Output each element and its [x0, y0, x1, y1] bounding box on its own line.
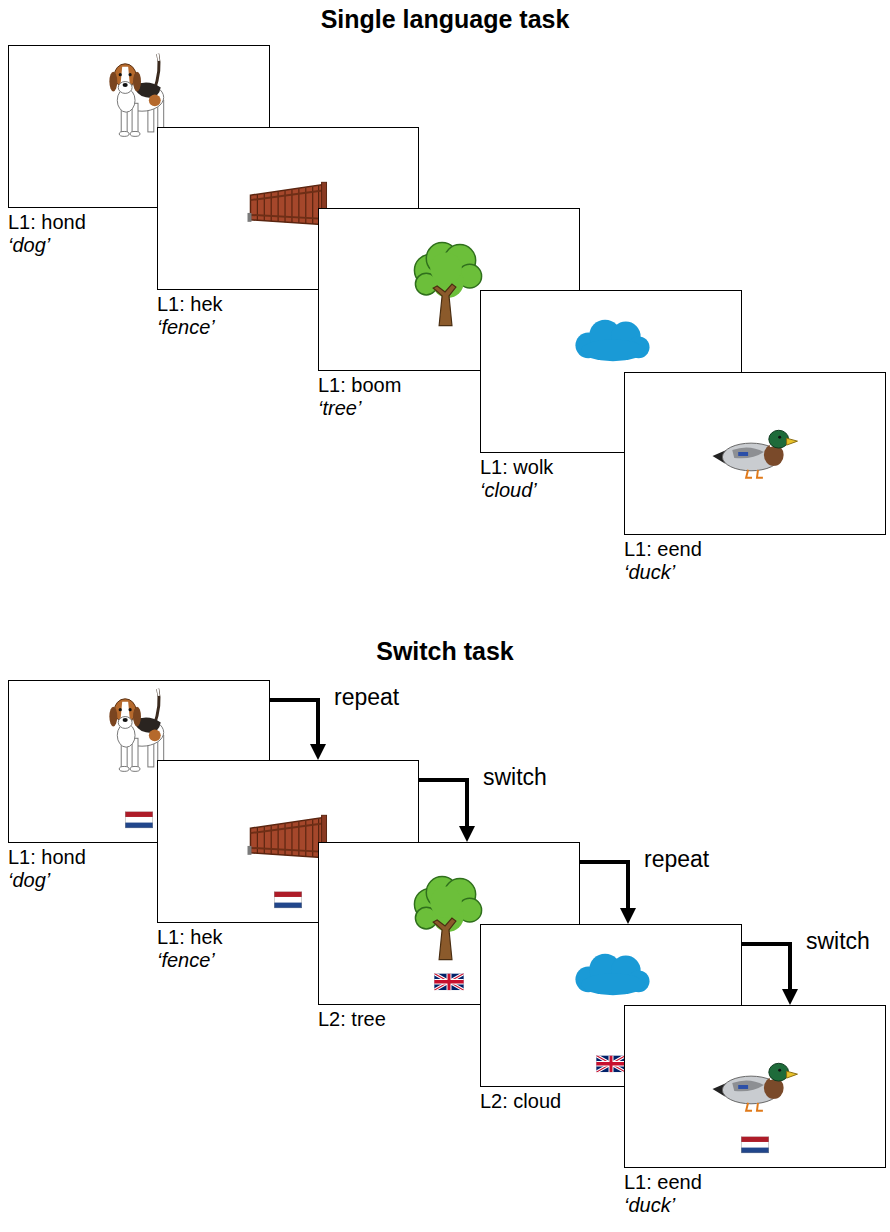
object-picture [414, 877, 481, 960]
naming-caption: L1: wolk‘cloud’ [480, 456, 553, 502]
stimulus-frame: L1: eend‘duck’ [624, 1005, 886, 1168]
object-picture [109, 689, 163, 771]
naming-caption: L1: eend‘duck’ [624, 538, 702, 584]
section-heading: Switch task [0, 636, 890, 666]
naming-caption: L2: cloud [480, 1090, 561, 1113]
response-word: L1: eend [624, 538, 702, 561]
response-word: L2: cloud [480, 1090, 561, 1113]
picture [625, 373, 885, 534]
section-heading: Single language task [0, 4, 890, 34]
object-picture [575, 320, 649, 361]
language-flag [125, 811, 153, 828]
transition-label: repeat [332, 684, 401, 710]
language-flag [741, 1136, 769, 1153]
response-word: L1: boom [318, 374, 401, 397]
naming-caption: L2: tree [318, 1008, 386, 1031]
translation: ‘dog’ [8, 234, 86, 257]
naming-caption: L1: hond‘dog’ [8, 846, 86, 892]
transition-arrow [419, 780, 467, 833]
object-picture [109, 54, 163, 136]
response-word: L1: hek [157, 293, 223, 316]
translation: ‘fence’ [157, 949, 223, 972]
language-flag [274, 891, 302, 908]
translation: ‘duck’ [624, 561, 702, 584]
response-word: L1: hond [8, 211, 86, 234]
object-picture [248, 815, 327, 858]
translation: ‘dog’ [8, 869, 86, 892]
object-picture [248, 182, 327, 225]
translation: ‘cloud’ [480, 479, 553, 502]
response-word: L1: eend [624, 1171, 702, 1194]
language-flag [596, 1055, 626, 1072]
response-word: L1: hond [8, 846, 86, 869]
transition-arrow [742, 944, 790, 996]
naming-caption: L1: eend‘duck’ [624, 1171, 702, 1217]
response-word: L2: tree [318, 1008, 386, 1031]
language-flag [434, 973, 464, 990]
naming-caption: L1: boom‘tree’ [318, 374, 401, 420]
naming-caption: L1: hond‘dog’ [8, 211, 86, 257]
translation: ‘fence’ [157, 316, 223, 339]
transition-label: switch [804, 928, 872, 954]
object-picture [414, 243, 481, 326]
object-picture [575, 954, 649, 995]
object-picture [713, 1063, 798, 1110]
stimulus-frame: L1: eend‘duck’ [624, 372, 886, 535]
transition-label: switch [481, 764, 549, 790]
object-picture [713, 430, 798, 477]
transition-label: repeat [642, 846, 711, 872]
transition-arrow [580, 862, 628, 915]
response-word: L1: wolk [480, 456, 553, 479]
naming-caption: L1: hek‘fence’ [157, 293, 223, 339]
naming-caption: L1: hek‘fence’ [157, 926, 223, 972]
response-word: L1: hek [157, 926, 223, 949]
transition-arrow [270, 700, 318, 751]
translation: ‘tree’ [318, 397, 401, 420]
picture [625, 1006, 885, 1167]
translation: ‘duck’ [624, 1194, 702, 1217]
